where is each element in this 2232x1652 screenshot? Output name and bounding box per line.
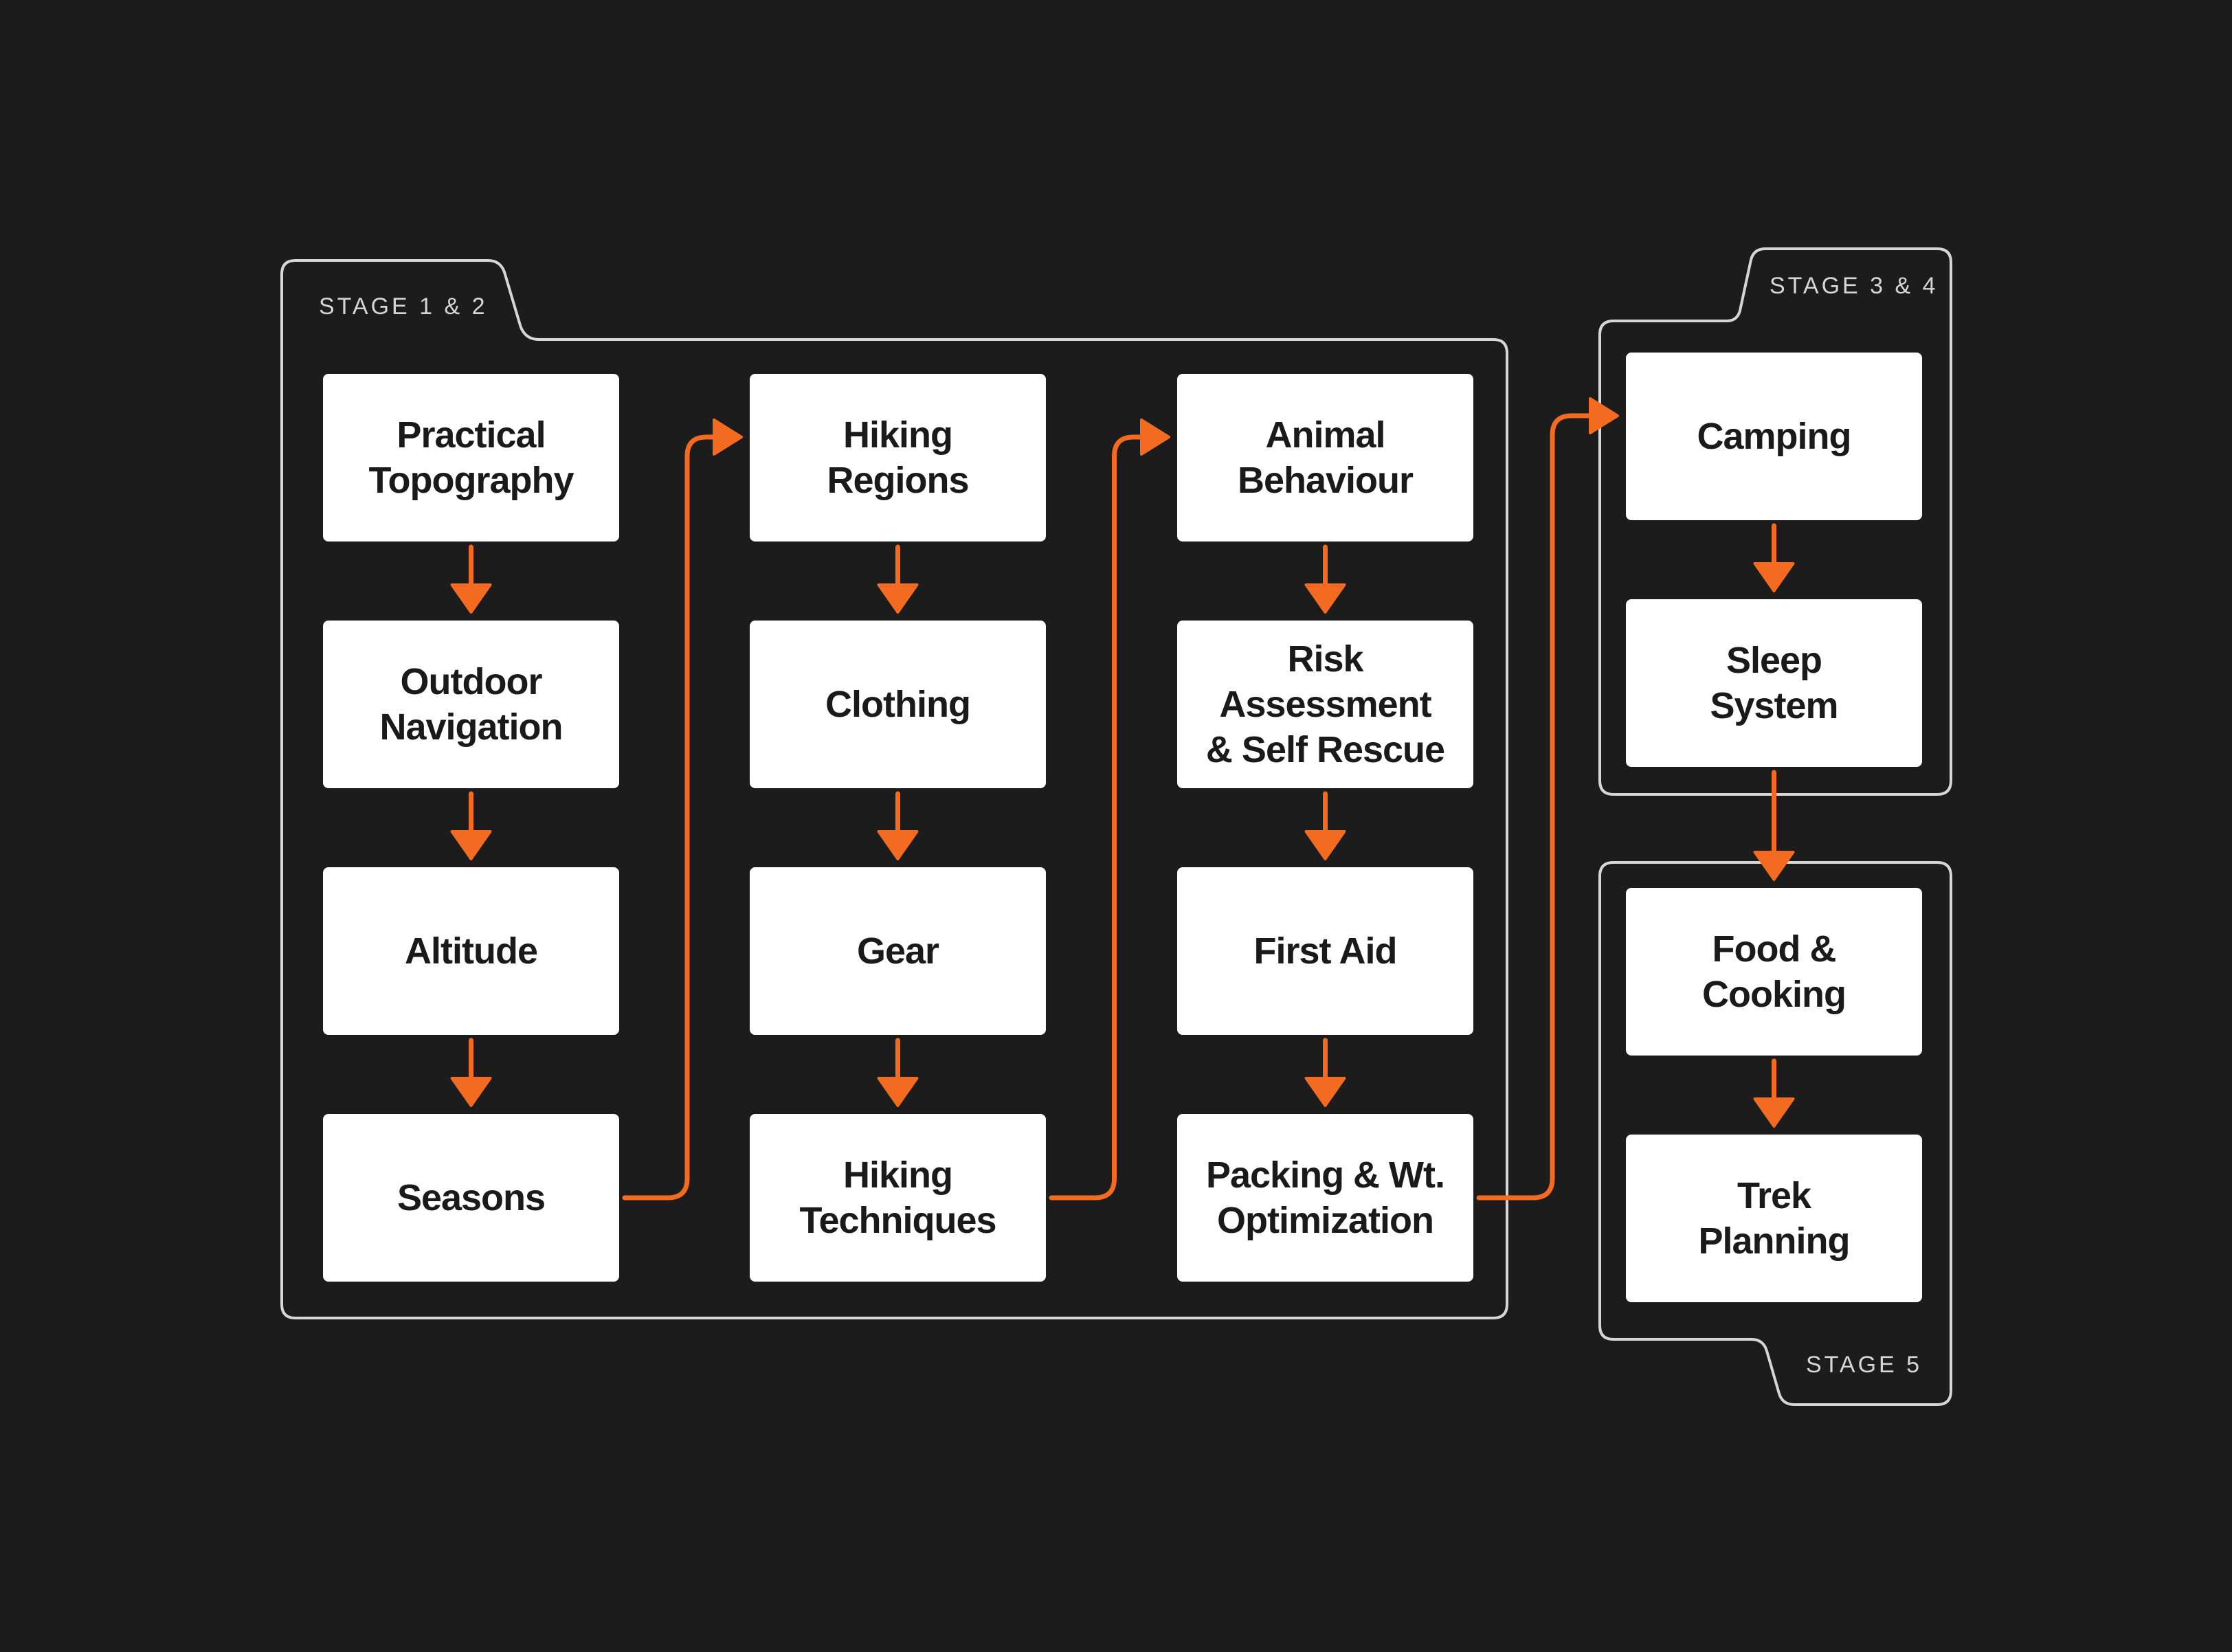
edge-hiking-techniques-to-animal-behaviour <box>1049 434 1147 1201</box>
node-label: Packing & Wt. Optimization <box>1205 1154 1445 1241</box>
arrow-head <box>877 830 919 860</box>
node-label: Seasons <box>397 1177 546 1218</box>
node-label: Risk Assessment & Self Rescue <box>1205 638 1445 770</box>
node-camping: Camping <box>1626 353 1922 520</box>
stage-3-4-label: STAGE 3 & 4 <box>1770 273 1939 299</box>
arrow-head <box>450 1077 492 1107</box>
node-label: Gear <box>856 930 939 972</box>
node-hiking-regions: Hiking Regions <box>750 374 1046 542</box>
node-label: Outdoor Navigation <box>379 661 563 748</box>
stage-1-2-label: STAGE 1 & 2 <box>319 293 488 320</box>
node-first-aid: First Aid <box>1177 867 1473 1035</box>
node-animal-behaviour: Animal Behaviour <box>1177 374 1473 542</box>
stage-5-frame <box>1598 861 1952 1406</box>
node-sleep-system: Sleep System <box>1626 599 1922 767</box>
arrow-head <box>713 418 743 456</box>
arrow-head <box>450 830 492 860</box>
node-risk-assessment: Risk Assessment & Self Rescue <box>1177 621 1473 788</box>
node-label: Altitude <box>405 930 538 972</box>
node-label: Clothing <box>825 684 971 725</box>
node-practical-topography: Practical Topography <box>323 374 619 542</box>
node-label: Practical Topography <box>368 414 574 501</box>
node-label: Animal Behaviour <box>1237 414 1414 501</box>
arrow-head <box>1304 1077 1346 1107</box>
stage-1-2-frame <box>280 259 1508 1319</box>
node-seasons: Seasons <box>323 1114 619 1282</box>
arrow-head <box>1589 397 1619 434</box>
arrow-head <box>877 1077 919 1107</box>
node-food-cooking: Food & Cooking <box>1626 888 1922 1056</box>
node-label: Hiking Techniques <box>799 1154 996 1241</box>
node-label: First Aid <box>1253 930 1397 972</box>
node-hiking-techniques: Hiking Techniques <box>750 1114 1046 1282</box>
arrow-head <box>1753 1097 1795 1128</box>
node-altitude: Altitude <box>323 867 619 1035</box>
arrow-head <box>450 583 492 614</box>
arrow-head <box>877 583 919 614</box>
node-gear: Gear <box>750 867 1046 1035</box>
edge-seasons-to-hiking-regions <box>622 434 719 1201</box>
arrow-head <box>1304 830 1346 860</box>
edge-packing-optimization-to-camping <box>1476 413 1596 1201</box>
arrow-head <box>1140 418 1170 456</box>
node-label: Food & Cooking <box>1702 928 1846 1015</box>
node-label: Camping <box>1697 416 1851 457</box>
node-clothing: Clothing <box>750 621 1046 788</box>
arrow-head <box>1304 583 1346 614</box>
edges-layer <box>450 397 1795 1201</box>
node-label: Sleep System <box>1710 640 1838 726</box>
node-trek-planning: Trek Planning <box>1626 1135 1922 1302</box>
stage-5-label: STAGE 5 <box>1806 1352 1923 1378</box>
stage-3-4-frame <box>1598 247 1952 796</box>
arrow-head <box>1753 562 1795 592</box>
node-label: Trek Planning <box>1698 1175 1851 1262</box>
node-outdoor-navigation: Outdoor Navigation <box>323 621 619 788</box>
node-packing-optimization: Packing & Wt. Optimization <box>1177 1114 1473 1282</box>
arrow-head <box>1753 851 1795 881</box>
node-label: Hiking Regions <box>827 414 969 501</box>
